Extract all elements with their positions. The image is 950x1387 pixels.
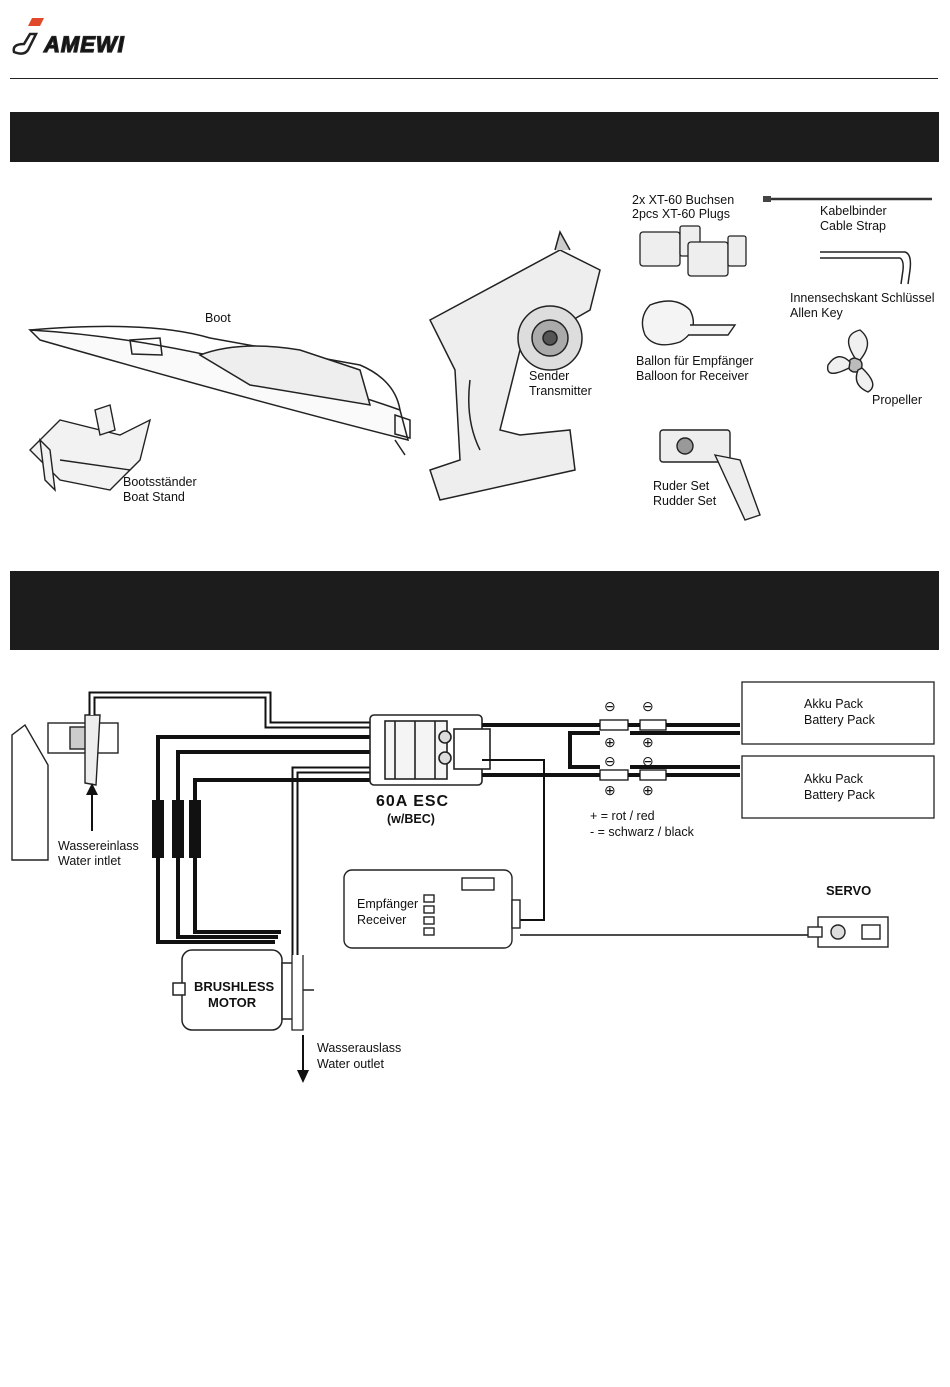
battery-pack-2	[741, 755, 935, 819]
section-header-bar-1	[10, 112, 939, 162]
balloon-label-de: Ballon für Empfänger	[636, 354, 753, 368]
minus-symbol-3: ⊖	[604, 753, 616, 769]
plus-symbol-2: ⊕	[642, 734, 654, 750]
motor-label-1: BRUSHLESS	[194, 979, 275, 994]
allen-key-illustration	[820, 251, 912, 285]
plus-symbol-3: ⊕	[604, 782, 616, 798]
allen-key-label-de: Innensechskant Schlüssel	[790, 291, 935, 305]
battery1-label-en: Battery Pack	[804, 713, 876, 727]
plus-symbol-4: ⊕	[642, 782, 654, 798]
legend-black: - = schwarz / black	[590, 825, 695, 839]
rudder-set-illustration	[659, 429, 761, 521]
esc-unit	[369, 714, 491, 786]
minus-symbol-2: ⊖	[642, 698, 654, 714]
amewi-logo: AMEWI	[12, 18, 125, 58]
logo-text: AMEWI	[43, 32, 125, 57]
cable-strap-label-de: Kabelbinder	[820, 204, 887, 218]
water-inlet-fitting	[11, 714, 119, 861]
motor-label-2: MOTOR	[208, 995, 257, 1010]
servo-label: SERVO	[826, 883, 871, 898]
plugs-label-en: 2pcs XT-60 Plugs	[632, 207, 730, 221]
section-header-bar-2	[10, 571, 939, 650]
transmitter-label-en: Transmitter	[529, 384, 592, 398]
transmitter-illustration	[429, 230, 601, 501]
xt60-plugs-illustration	[639, 225, 747, 277]
plus-symbol-1: ⊕	[604, 734, 616, 750]
plugs-label-de: 2x XT-60 Buchsen	[632, 193, 734, 207]
rudder-label-en: Rudder Set	[653, 494, 717, 508]
brushless-motor	[172, 949, 314, 1031]
battery2-label-en: Battery Pack	[804, 788, 876, 802]
balloon-label-en: Balloon for Receiver	[636, 369, 749, 383]
parts-overview: Boot Bootsständer Boat Stand Sender Tran…	[28, 193, 935, 521]
propeller-illustration	[826, 329, 874, 393]
water-inlet-label-en: Water intlet	[58, 854, 121, 868]
esc-sub-label: (w/BEC)	[387, 812, 435, 826]
boat-stand-illustration	[29, 404, 152, 492]
header-rule	[10, 78, 938, 79]
stand-label-de: Bootsständer	[123, 475, 197, 489]
boat-label: Boot	[205, 311, 231, 325]
cable-strap-label-en: Cable Strap	[820, 219, 886, 233]
transmitter-label-de: Sender	[529, 369, 569, 383]
rudder-label-de: Ruder Set	[653, 479, 710, 493]
receiver-label-en: Receiver	[357, 913, 406, 927]
minus-symbol-4: ⊖	[642, 753, 654, 769]
battery1-label-de: Akku Pack	[804, 697, 864, 711]
wiring-diagram: Wassereinlass Water intlet 60A ESC (w/BE…	[11, 681, 935, 1083]
servo-unit	[807, 916, 889, 948]
water-inlet-label-de: Wassereinlass	[58, 839, 139, 853]
allen-key-label-en: Allen Key	[790, 306, 844, 320]
cable-strap-illustration	[763, 196, 932, 202]
balloon-illustration	[641, 300, 737, 346]
legend-red: + = rot / red	[590, 809, 655, 823]
water-outlet-label-de: Wasserauslass	[317, 1041, 401, 1055]
receiver-unit	[343, 869, 521, 949]
boat-illustration	[28, 325, 411, 456]
battery-pack-1	[741, 681, 935, 745]
water-outlet-label-en: Water outlet	[317, 1057, 384, 1071]
receiver-label-de: Empfänger	[357, 897, 418, 911]
minus-symbol-1: ⊖	[604, 698, 616, 714]
battery2-label-de: Akku Pack	[804, 772, 864, 786]
xt60-connectors	[599, 719, 667, 781]
esc-label: 60A ESC	[376, 793, 449, 810]
propeller-label: Propeller	[872, 393, 922, 407]
stand-label-en: Boat Stand	[123, 490, 185, 504]
